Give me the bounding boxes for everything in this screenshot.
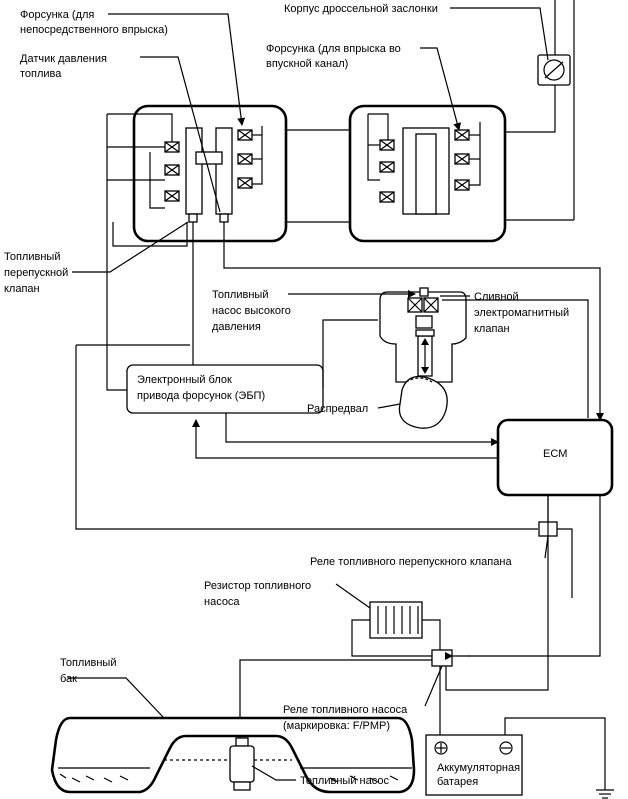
label-pump-relay: Реле топливного насоса (маркировка: F/PM… [283,665,443,732]
label-fuel-pressure-sensor-2: топлива [20,68,62,80]
throttle-body [505,0,575,221]
label-injector-direct: Форсунка (для непосредственного впрыска) [20,9,246,126]
label-fuel-pressure-sensor: Датчик давления топлива [20,53,221,213]
label-spill-valve-2: электромагнитный [474,307,569,319]
label-fuel-relief-valve-2: перепускной [4,267,68,279]
edu-label-1: Электронный блок [137,374,232,386]
battery-label-1: Аккумуляторная [437,762,520,774]
label-pump-resistor-2: насоса [204,596,240,608]
label-injector-port-1: Форсунка (для впрыска во [266,43,401,55]
edu-label-2: привода форсунок (ЭБП) [137,390,265,402]
edu-box: Электронный блок привода форсунок (ЭБП) [126,364,324,414]
label-pump-resistor-1: Резистор топливного [204,580,311,592]
fuel-pump-relay-icon [431,649,453,667]
battery: Аккумуляторная батарея [425,734,523,796]
ground-icon [596,789,614,799]
label-fuel-relief-valve-1: Топливный [4,251,60,263]
label-relief-valve-relay: Реле топливного перепускного клапана [310,535,549,568]
ecm-box: ECM [496,418,614,497]
label-injector-direct-2: непосредственного впрыска) [20,24,168,36]
label-hp-fuel-pump: Топливный насос высокого давления [212,289,416,333]
fuel-pump [229,737,255,791]
label-fuel-tank-2: бак [60,673,77,685]
injector-icon [237,129,253,189]
label-pump-resistor: Резистор топливного насоса [204,580,371,609]
label-camshaft: Распредвал [307,403,401,415]
label-fuel-pump-text: Топливный насос [300,775,389,787]
label-injector-direct-1: Форсунка (для [20,9,94,21]
label-throttle-body: Корпус дроссельной заслонки [284,3,549,61]
high-pressure-fuel-pump [379,287,467,383]
label-spill-valve-1: Сливной [474,291,519,303]
label-hp-fuel-pump-3: давления [212,321,261,333]
label-hp-fuel-pump-1: Топливный [212,289,268,301]
label-relief-valve-relay-text: Реле топливного перепускного клапана [310,556,512,568]
label-fuel-tank-1: Топливный [60,657,116,669]
port-injection-fuel-rail [348,104,507,243]
injector-icon [164,141,180,202]
label-pump-relay-1: Реле топливного насоса [283,704,408,716]
label-spill-valve-3: клапан [474,323,510,335]
injector-icon [379,129,470,203]
ecm-label: ECM [543,448,567,460]
label-fuel-tank: Топливный бак [60,657,165,719]
label-fuel-relief-valve-3: клапан [4,283,40,295]
label-spill-valve: Сливной электромагнитный клапан [440,291,569,335]
fuel-pump-resistor [369,601,423,639]
label-injector-port-2: впускной канал) [266,58,348,70]
label-pump-relay-2: (маркировка: F/PMP) [283,720,390,732]
label-hp-fuel-pump-2: насос высокого [212,305,291,317]
camshaft [398,375,448,429]
label-fuel-relief-valve: Топливный перепускной клапан [4,221,189,295]
label-throttle-body-text: Корпус дроссельной заслонки [284,3,438,15]
fuel-tank [50,716,416,794]
battery-label-2: батарея [437,776,478,788]
label-fuel-pressure-sensor-1: Датчик давления [20,53,107,65]
direct-injection-fuel-rail [107,104,288,243]
label-fuel-pump: Топливный насос [251,765,389,787]
label-injector-port: Форсунка (для впрыска во впускной канал) [266,43,462,131]
label-camshaft-text: Распредвал [307,403,368,415]
